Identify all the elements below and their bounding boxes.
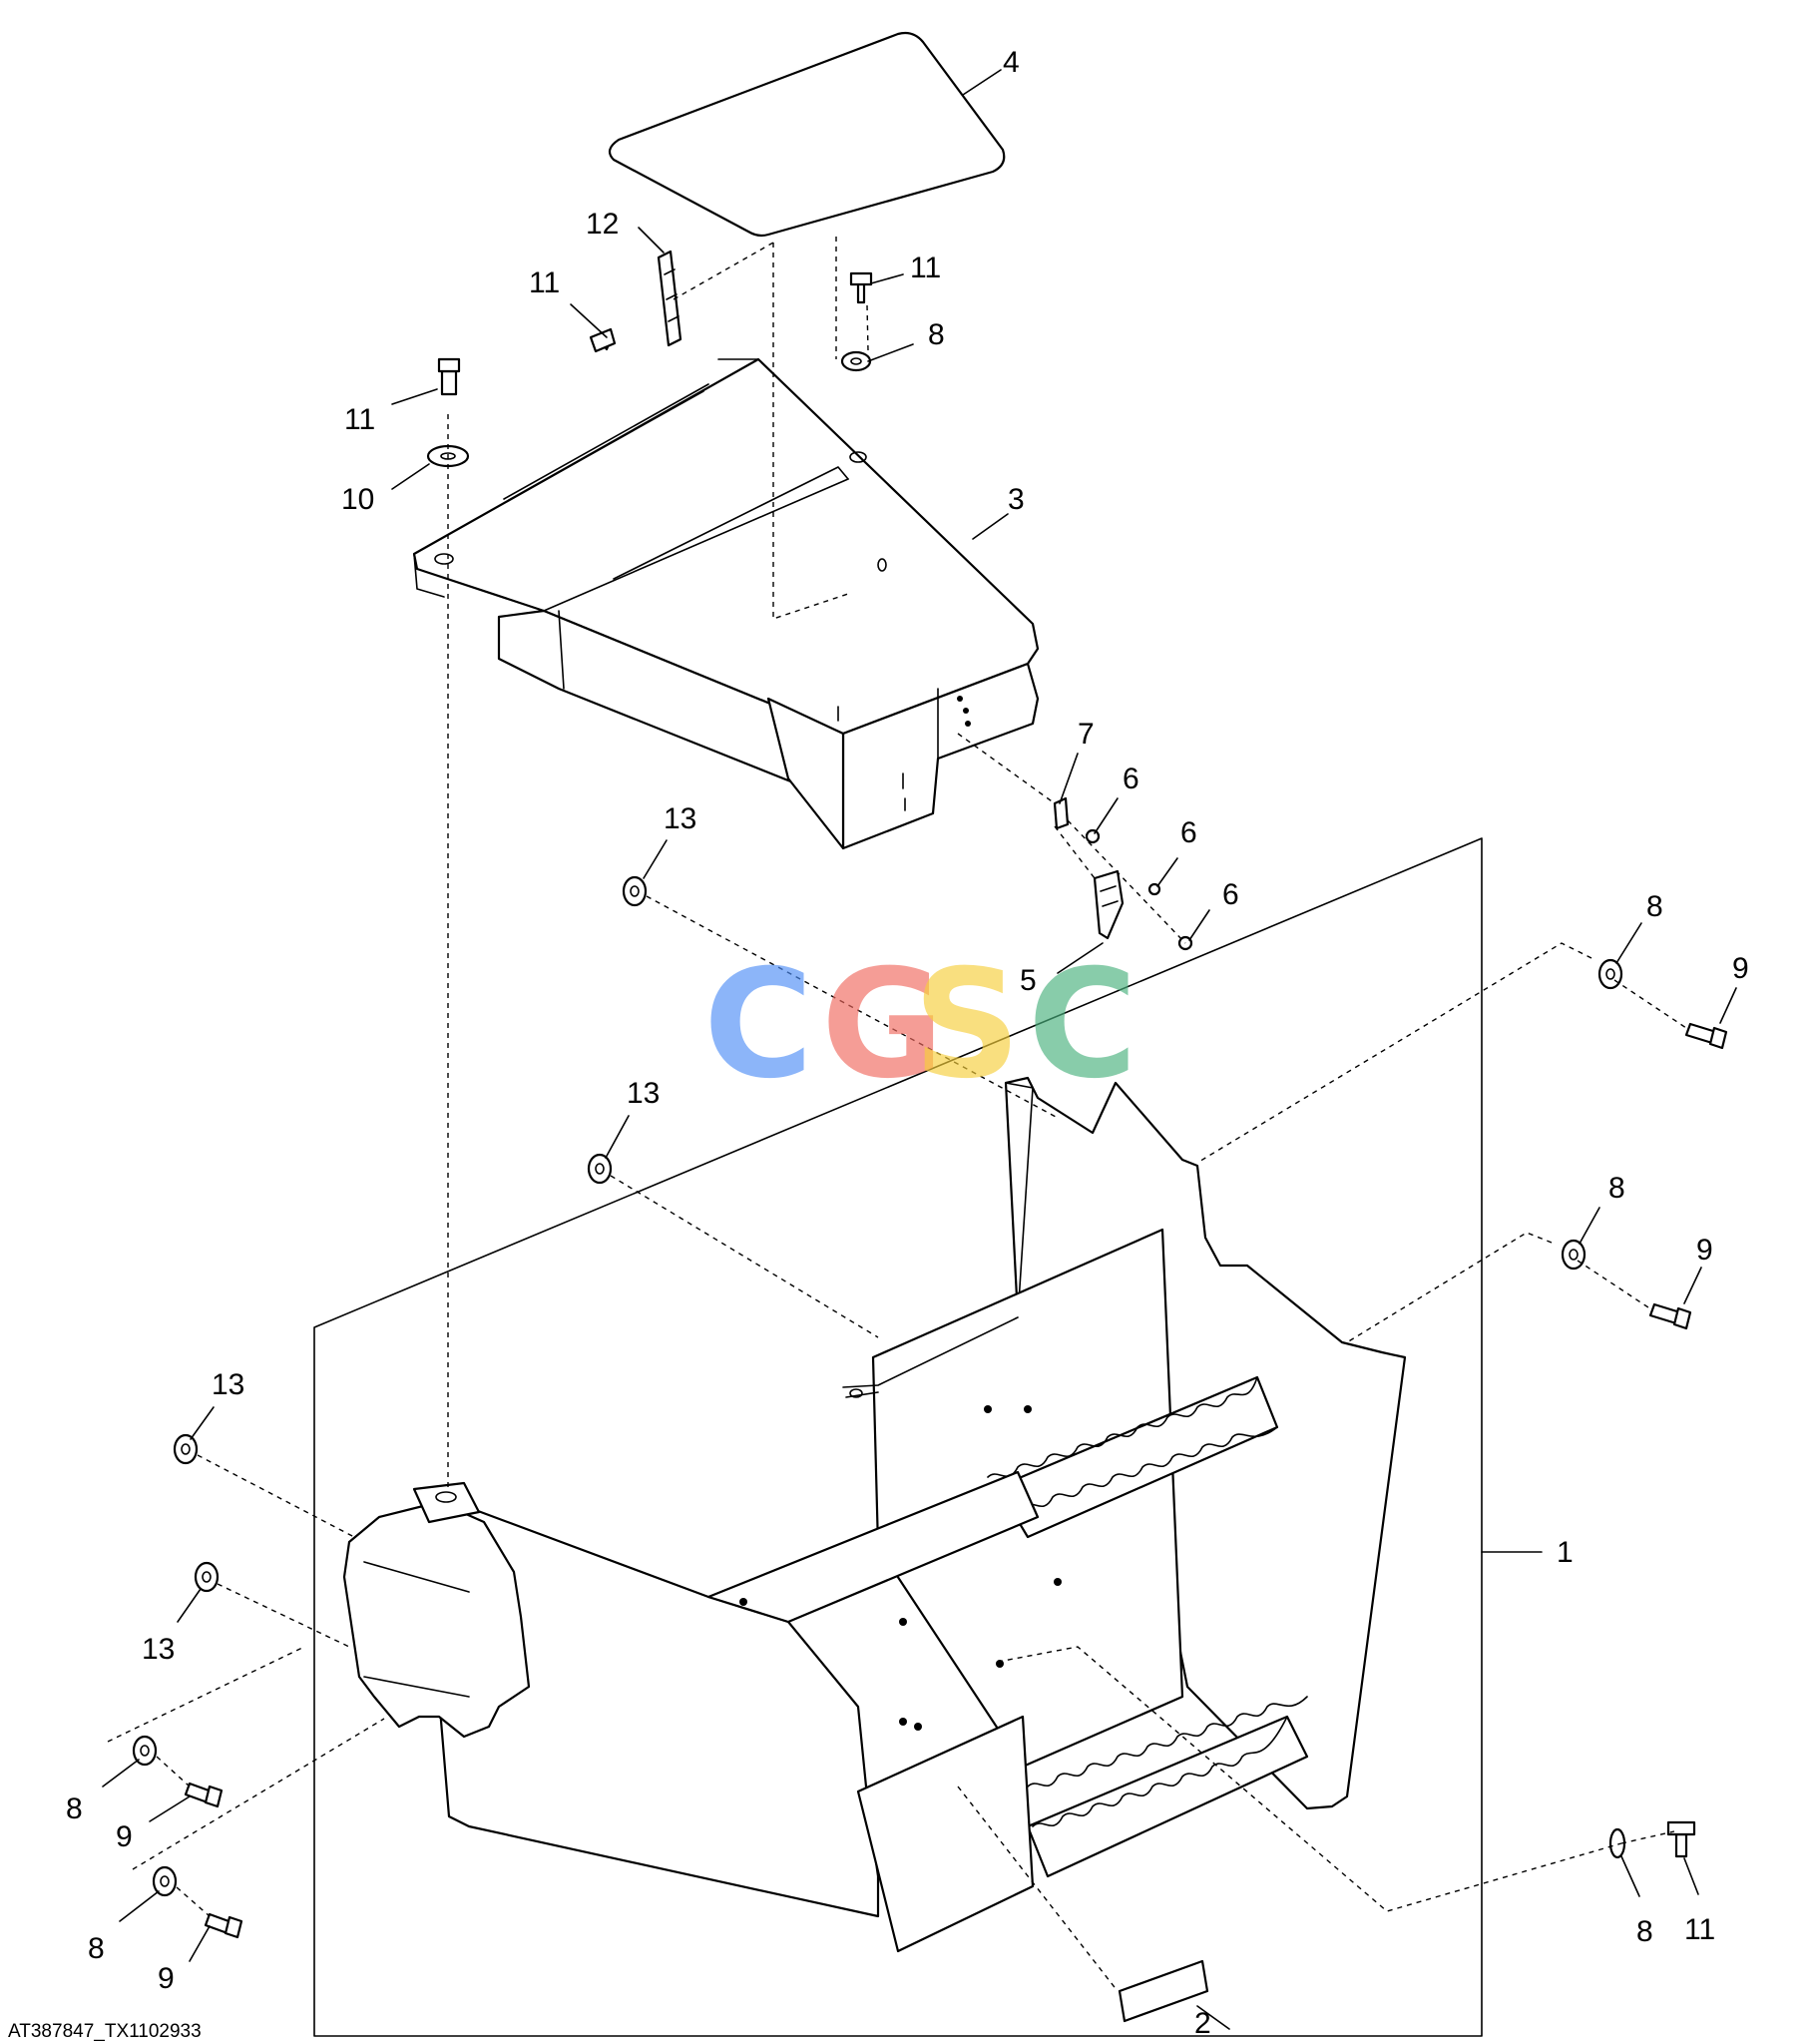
callout-2: 2 <box>1194 2007 1211 2040</box>
watermark-letter-1: C <box>703 938 813 1112</box>
callout-8-c: 8 <box>1608 1172 1625 1205</box>
watermark-letter-2: G <box>821 938 944 1112</box>
callout-labels: 1 2 3 4 5 6 6 6 7 8 8 8 8 8 8 9 9 9 9 10… <box>66 46 1749 2040</box>
part-4-pad <box>608 31 1006 238</box>
callout-8-e: 8 <box>88 1932 105 1965</box>
callout-8-d: 8 <box>66 1792 83 1825</box>
callout-11-b: 11 <box>529 266 560 299</box>
watermark-letter-4: C <box>1028 938 1137 1112</box>
callout-9-b: 9 <box>1696 1234 1713 1267</box>
callout-13-d: 13 <box>142 1633 175 1666</box>
part-12-bracket <box>657 250 682 347</box>
callout-8-f: 8 <box>1636 1915 1653 1948</box>
watermark: C G S C <box>703 938 1137 1112</box>
watermark-letter-3: S <box>913 938 1021 1112</box>
callout-6-c: 6 <box>1222 878 1239 911</box>
callout-5: 5 <box>1020 964 1037 997</box>
part-2-decal <box>1118 1959 1209 2023</box>
callout-11-d: 11 <box>1684 1913 1715 1946</box>
part-1-step-assembly <box>342 1076 1407 1953</box>
callout-13-c: 13 <box>212 1368 244 1401</box>
callout-11-c: 11 <box>910 252 941 284</box>
callout-4: 4 <box>1003 46 1020 79</box>
part-5-latch <box>1093 869 1125 940</box>
callout-9-c: 9 <box>116 1820 133 1853</box>
leader-lines <box>102 69 1737 2030</box>
callout-8-a: 8 <box>928 318 945 351</box>
callout-8-b: 8 <box>1646 890 1663 923</box>
part-3-cover <box>412 357 1040 850</box>
callout-9-d: 9 <box>158 1962 175 1995</box>
callout-13-b: 13 <box>627 1077 660 1110</box>
callout-7: 7 <box>1078 718 1095 751</box>
callout-10: 10 <box>341 483 374 516</box>
callout-6-b: 6 <box>1180 816 1197 849</box>
callout-9-a: 9 <box>1732 952 1749 985</box>
callout-12: 12 <box>586 208 619 241</box>
callout-3: 3 <box>1008 483 1025 516</box>
callout-6-a: 6 <box>1123 763 1139 795</box>
callout-1: 1 <box>1557 1536 1574 1569</box>
figure-id: AT387847_TX1102933 <box>8 2021 202 2042</box>
installation-lines <box>107 237 1687 1992</box>
callout-13-a: 13 <box>664 802 696 835</box>
part-7-latch-plate <box>1053 796 1070 830</box>
assembly-frame <box>313 837 1483 2037</box>
callout-11-a: 11 <box>344 403 375 436</box>
